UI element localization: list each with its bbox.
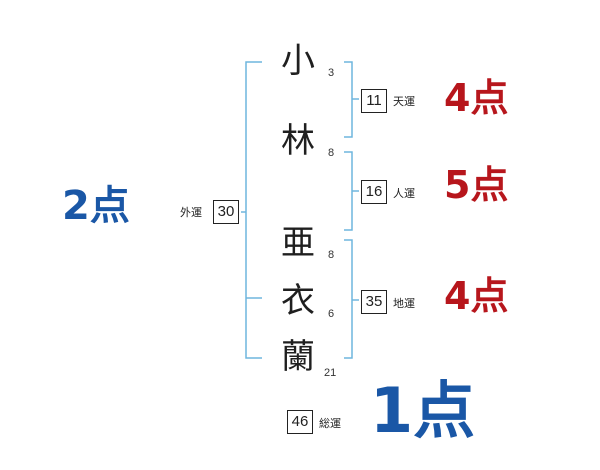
gaikaku-value: 30 xyxy=(213,200,239,224)
stroke-count-5: 21 xyxy=(324,367,337,379)
stroke-count-3: 8 xyxy=(328,249,335,261)
chikaku-bracket xyxy=(344,239,353,359)
gaikaku-score: 2点 xyxy=(62,183,130,229)
stroke-count-2: 8 xyxy=(328,147,335,159)
soukaku-value: 46 xyxy=(287,410,313,434)
chikaku-label: 地運 xyxy=(393,297,415,310)
name-char-3: 亜 xyxy=(281,223,315,263)
chikaku-score: 4点 xyxy=(444,274,509,318)
stroke-count-1: 3 xyxy=(328,67,335,79)
tenkaku-label: 天運 xyxy=(393,95,415,108)
jinkaku-bracket xyxy=(344,151,353,231)
jinkaku-value: 16 xyxy=(361,180,387,204)
chikaku-value: 35 xyxy=(361,290,387,314)
gaikaku-label: 外運 xyxy=(180,206,202,219)
jinkaku-score: 5点 xyxy=(444,163,509,207)
tenkaku-bracket xyxy=(344,61,353,138)
name-char-5: 蘭 xyxy=(281,337,315,377)
jinkaku-label: 人運 xyxy=(393,187,415,200)
name-char-2: 林 xyxy=(281,121,315,161)
soukaku-score: 1点 xyxy=(370,374,476,447)
stroke-count-4: 6 xyxy=(328,308,335,320)
gaikaku-bracket xyxy=(245,61,262,359)
soukaku-label: 総運 xyxy=(319,417,341,430)
name-char-4: 衣 xyxy=(281,281,315,321)
tenkaku-value: 11 xyxy=(361,89,387,113)
name-char-1: 小 xyxy=(281,41,315,81)
tenkaku-score: 4点 xyxy=(444,76,509,120)
